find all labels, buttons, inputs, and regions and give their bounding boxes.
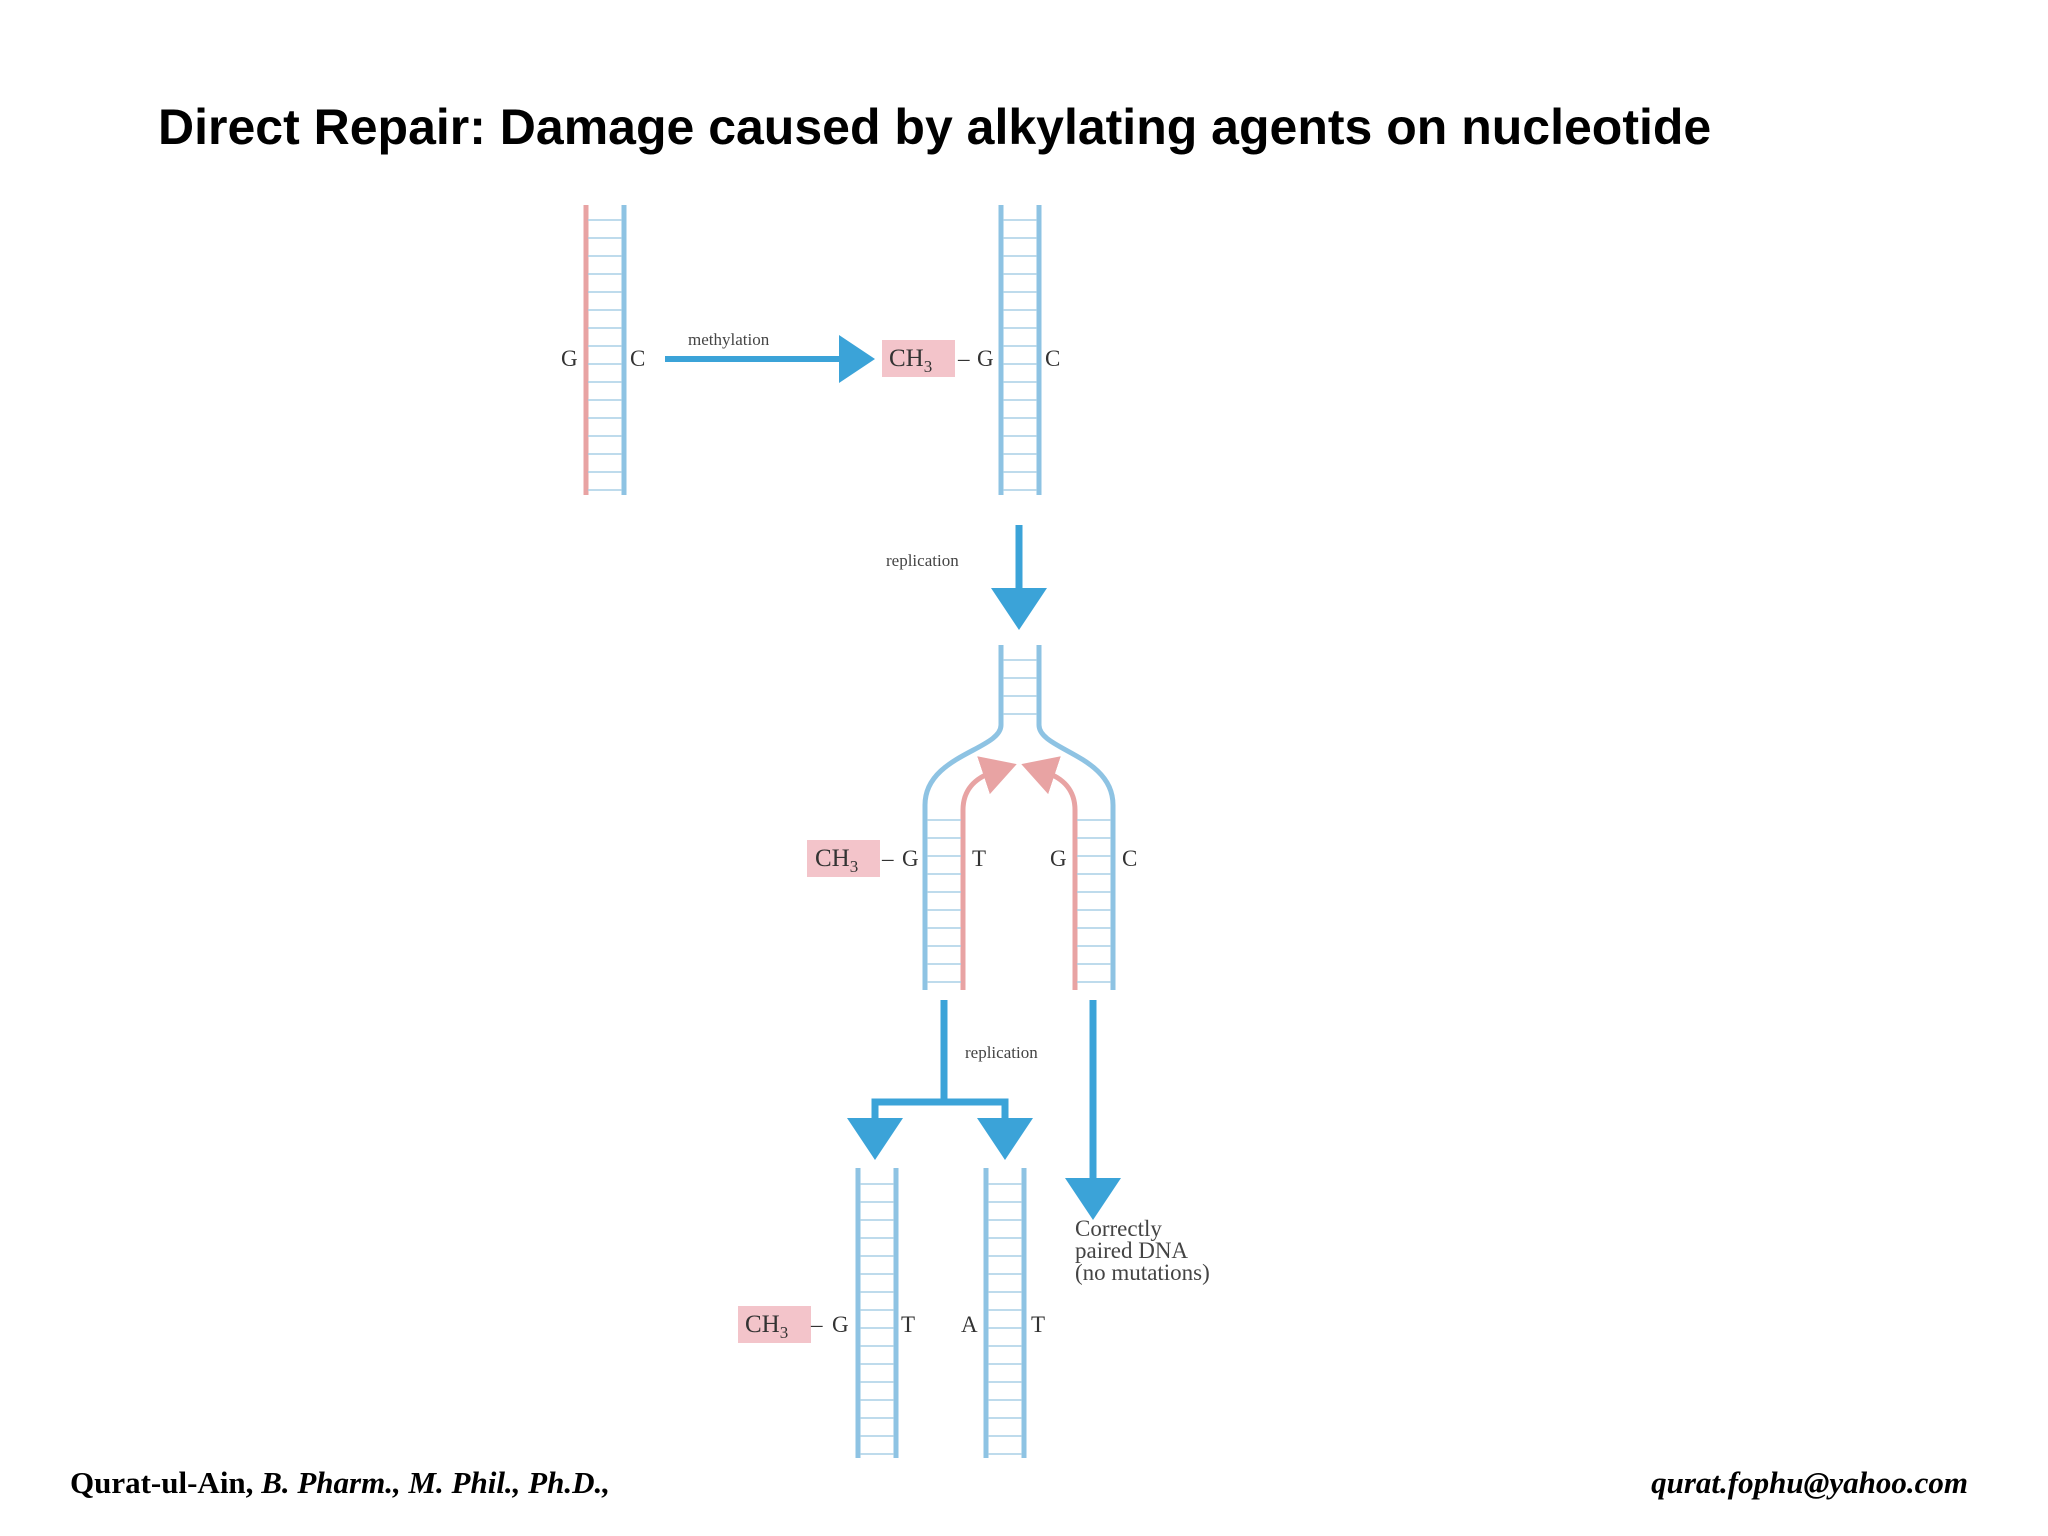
replication-arrows-2 <box>847 1000 1121 1220</box>
base-g: G <box>832 1312 849 1337</box>
duplex-original: G C <box>561 205 645 495</box>
ch3-label: CH3 <box>889 345 932 376</box>
base-a: A <box>961 1312 978 1337</box>
methyl-bond: – <box>957 346 970 371</box>
methylation-label: methylation <box>688 330 770 349</box>
fork-outer-right <box>1036 645 1116 990</box>
daughter-duplex-mutant: CH3 – G T A T <box>738 1168 1045 1458</box>
ch3-highlight <box>738 1306 811 1343</box>
base-c: C <box>1045 346 1060 371</box>
base-g: G <box>977 346 994 371</box>
author-degrees: B. Pharm., M. Phil., Ph.D., <box>261 1465 610 1500</box>
base-g: G <box>1050 846 1067 871</box>
methyl-bond: – <box>810 1312 823 1337</box>
author-name: Qurat-ul-Ain, <box>70 1465 254 1500</box>
base-c: C <box>630 346 645 371</box>
outcome-line-2: paired DNA <box>1075 1238 1188 1263</box>
slide-title: Direct Repair: Damage caused by alkylati… <box>158 99 1712 155</box>
base-t: T <box>972 846 986 871</box>
footer-email: qurat.fophu@yahoo.com <box>1651 1465 1968 1500</box>
replication-fork: CH3 – G T G C <box>807 645 1137 990</box>
new-strand-left <box>960 756 1017 990</box>
base-g: G <box>902 846 919 871</box>
base-t: T <box>901 1312 915 1337</box>
footer-author: Qurat-ul-Ain, B. Pharm., M. Phil., Ph.D.… <box>70 1465 610 1501</box>
methyl-bond: – <box>881 846 894 871</box>
fork-outer-left <box>922 645 1004 990</box>
replication-label-1: replication <box>886 551 959 570</box>
outcome-line-1: Correctly <box>1075 1216 1162 1241</box>
replication-label-2: replication <box>965 1043 1038 1062</box>
base-pair-rungs <box>588 219 622 491</box>
ch3-highlight <box>807 840 880 877</box>
ch3-label: CH3 <box>815 845 858 876</box>
ch3-highlight <box>882 340 955 377</box>
ch3-label: CH3 <box>745 1311 788 1342</box>
duplex-methylated: CH3 – G C <box>882 205 1060 495</box>
outcome-note: Correctly paired DNA (no mutations) <box>1075 1216 1210 1285</box>
base-c: C <box>1122 846 1137 871</box>
base-t: T <box>1031 1312 1045 1337</box>
base-g: G <box>561 346 578 371</box>
outcome-line-3: (no mutations) <box>1075 1260 1210 1285</box>
new-strand-right <box>1021 756 1078 990</box>
